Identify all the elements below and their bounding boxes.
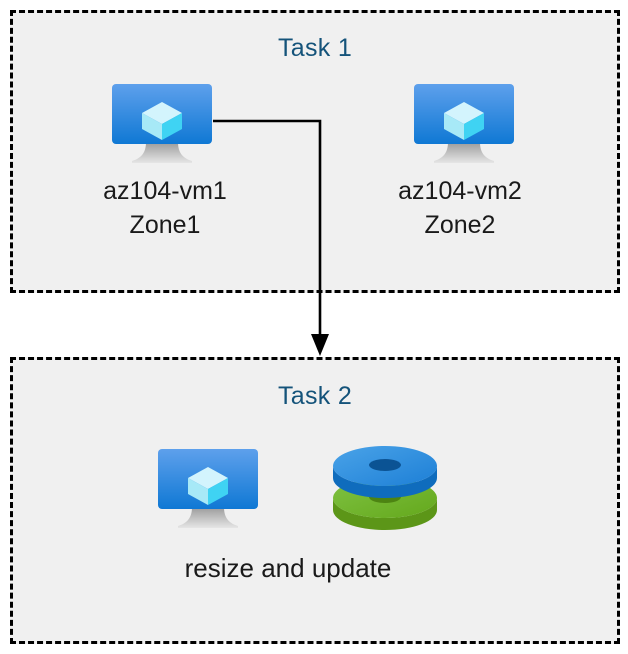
virtual-machine-icon-vm2	[412, 82, 516, 171]
virtual-machine-icon-task2	[156, 447, 260, 536]
task-2-caption: resize and update	[184, 553, 392, 583]
vm1-label: az104-vm1 Zone1	[103, 177, 227, 239]
task-1-box: Task 1	[10, 10, 620, 293]
managed-disks-icon	[330, 444, 440, 539]
task-2-box: Task 2	[10, 357, 620, 644]
task-1-title: Task 1	[277, 34, 353, 62]
task-2-title: Task 2	[277, 382, 353, 410]
vm2-label: az104-vm2 Zone2	[398, 177, 522, 239]
virtual-machine-icon-vm1	[110, 82, 214, 171]
